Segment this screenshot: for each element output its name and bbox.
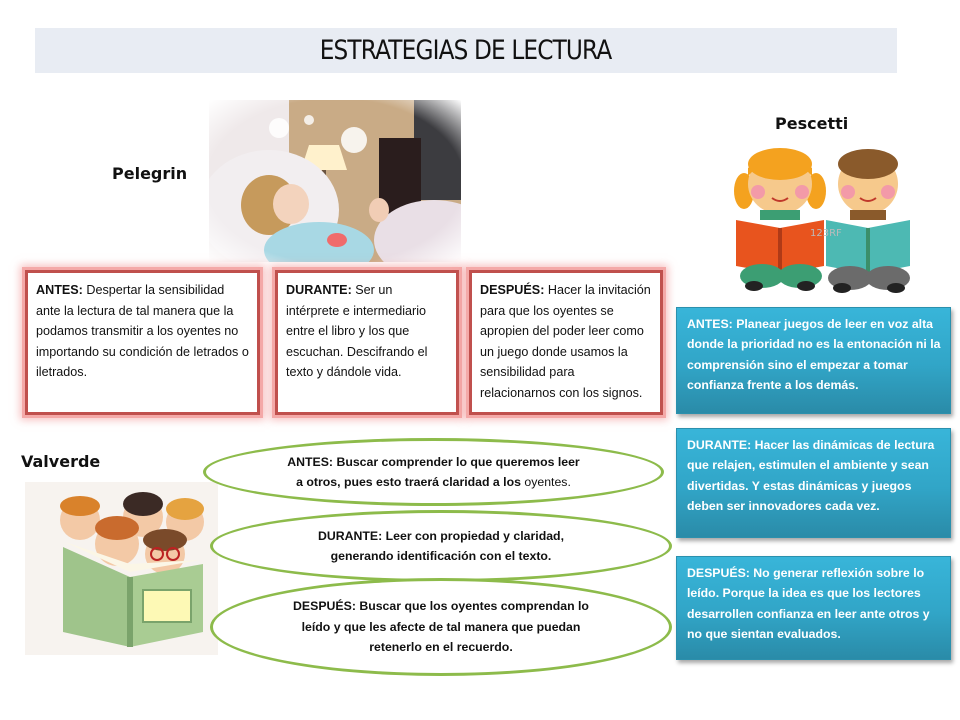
valverde-antes-text: ANTES: Buscar comprender lo que queremos… [287,452,579,493]
children-reading-illustration: 123RF [734,148,910,293]
pelegrin-antes-box: ANTES: Despertar la sensibilidad ante la… [25,270,260,415]
antes-line-2-normal: oyentes. [524,475,571,489]
antes-line-2-bold: a otros, pues esto traerá claridad a los [296,475,525,489]
durante-line-2: generando identificación con el texto. [330,549,552,563]
durante-line-1: DURANTE: Leer con propiedad y claridad, [318,528,564,543]
pescetti-despues-box: DESPUÉS: No generar reflexión sobre lo l… [676,556,951,660]
girl-reading-in-bed-image [209,100,461,262]
author-label-valverde: Valverde [21,452,101,471]
antes-line-1: ANTES: Buscar comprender lo que queremos… [287,454,580,469]
antes-line-2: a otros, pues esto traerá claridad a los… [287,472,579,493]
valverde-despues-text: DESPUÉS: Buscar que los oyentes comprend… [293,596,589,658]
antes-text: Despertar la sensibilidad ante la lectur… [36,283,249,379]
durante-text: Ser un intérprete e intermediario entre … [286,283,428,379]
valverde-durante-text: DURANTE: Leer con propiedad y claridad, … [318,526,564,567]
title-bar: ESTRATEGIAS DE LECTURA [35,28,897,73]
antes-label: ANTES: [36,283,83,297]
children-with-big-book-image [25,482,218,655]
valverde-despues-ellipse: DESPUÉS: Buscar que los oyentes comprend… [210,578,672,676]
despues-line-1: DESPUÉS: Buscar que los oyentes comprend… [293,599,589,614]
pescetti-antes-box: ANTES: Planear juegos de leer en voz alt… [676,307,951,414]
author-label-pescetti: Pescetti [775,114,849,133]
pescetti-durante-box: DURANTE: Hacer las dinámicas de lectura … [676,428,951,538]
watermark-text: 123RF [810,228,842,239]
two-children-reading-image: 123RF [726,146,922,294]
despues-line-2: leído y que les afecte de tal manera que… [301,619,581,634]
despues-line-3: retenerlo en el recuerdo. [369,640,513,655]
despues-text: Hacer la invitación para que los oyentes… [480,283,651,400]
pelegrin-despues-box: DESPUÉS: Hacer la invitación para que lo… [469,270,663,415]
author-label-pelegrin: Pelegrin [112,164,188,183]
despues-label: DESPUÉS: [480,283,545,297]
pelegrin-durante-box: DURANTE: Ser un intérprete e intermediar… [275,270,459,415]
valverde-antes-ellipse: ANTES: Buscar comprender lo que queremos… [203,438,664,506]
children-book-illustration [25,482,218,655]
durante-label: DURANTE: [286,283,352,297]
page-title: ESTRATEGIAS DE LECTURA [320,35,613,66]
girl-reading-illustration [209,100,461,262]
valverde-durante-ellipse: DURANTE: Leer con propiedad y claridad, … [210,510,672,582]
